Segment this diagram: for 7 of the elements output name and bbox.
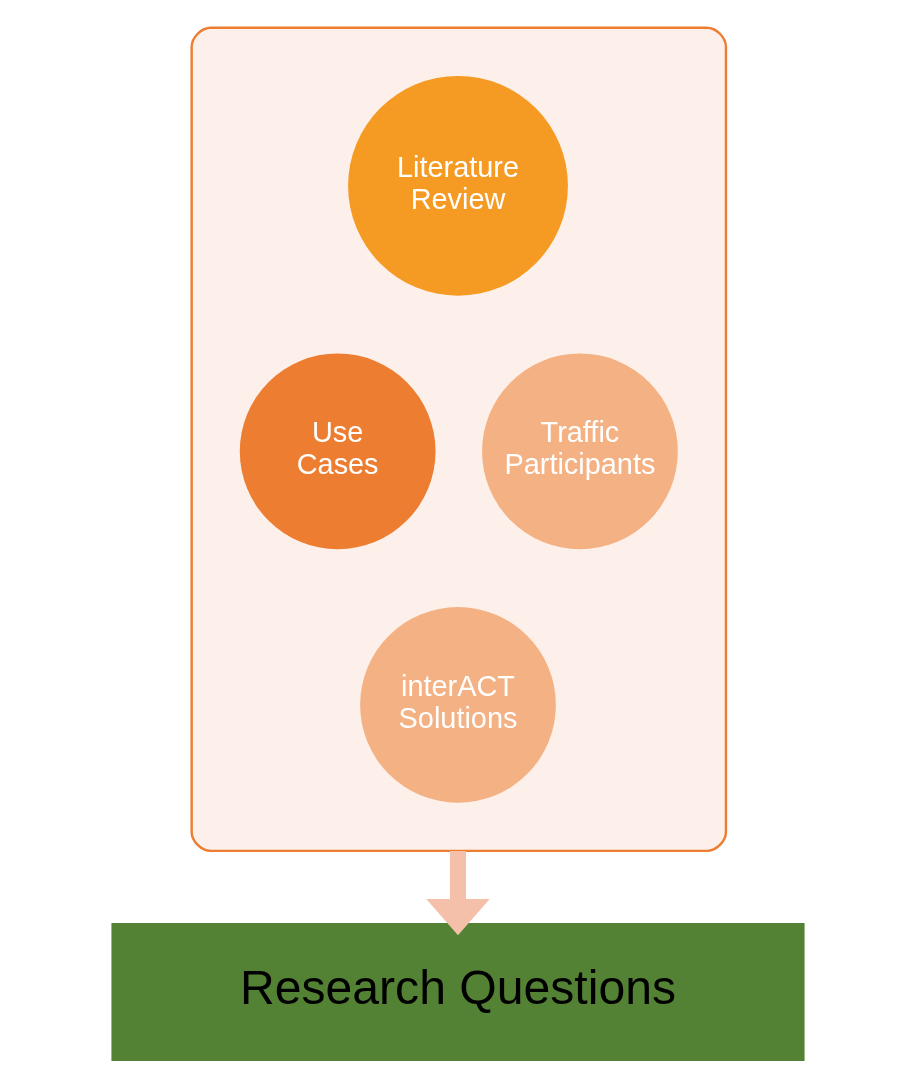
node-circle: interACT Solutions	[359, 607, 556, 803]
arrow	[425, 850, 490, 936]
node-circle: Traffic Participants	[481, 353, 678, 550]
node-box: Research Questions	[110, 923, 805, 1062]
cluster	[189, 26, 727, 853]
node-circle: Literature Review	[347, 75, 568, 296]
node-circle: Use Cases	[239, 353, 436, 550]
